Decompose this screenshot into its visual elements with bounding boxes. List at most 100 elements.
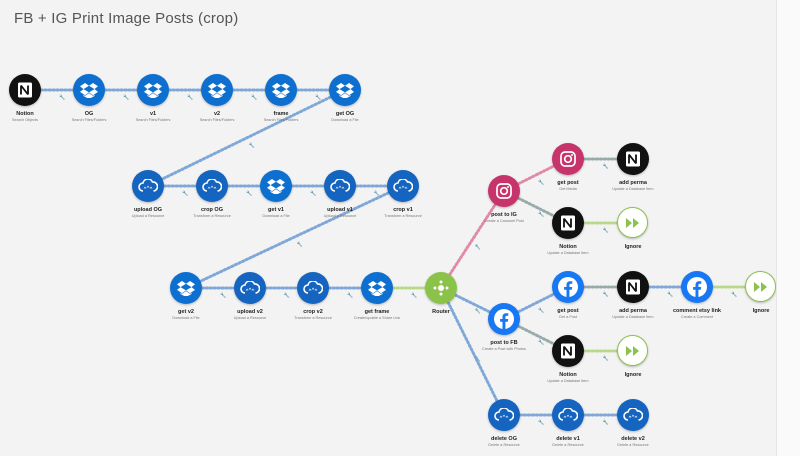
- module-action: Update a Database Item: [547, 379, 589, 383]
- filter-wrench-icon[interactable]: 🔧: [603, 163, 609, 170]
- module-label: Notion: [559, 372, 577, 378]
- module-action: Update a Database Item: [547, 251, 589, 255]
- facebook-icon: [488, 303, 520, 335]
- filter-wrench-icon[interactable]: 🔧: [347, 292, 353, 299]
- connection-line[interactable]: [146, 88, 347, 188]
- module-action: Delete a Resource: [617, 443, 649, 447]
- module-label: post to IG: [491, 212, 517, 218]
- module-label: post to FB: [490, 340, 518, 346]
- filter-wrench-icon[interactable]: 🔧: [411, 292, 417, 299]
- notion-icon: [552, 207, 584, 239]
- filter-wrench-icon[interactable]: 🔧: [374, 190, 380, 197]
- notion-icon: [617, 143, 649, 175]
- filter-wrench-icon[interactable]: 🔧: [182, 190, 188, 197]
- instagram-icon: [488, 175, 520, 207]
- filter-wrench-icon[interactable]: 🔧: [731, 291, 737, 298]
- filter-wrench-icon[interactable]: 🔧: [538, 211, 544, 218]
- dropbox-icon: [73, 74, 105, 106]
- module-label: crop OG: [200, 207, 223, 213]
- module-action: Transform a Resource: [193, 214, 231, 218]
- connection-line[interactable]: [439, 189, 506, 290]
- ignore-icon: [617, 335, 648, 366]
- module-label: Ignore: [752, 308, 770, 314]
- scenario-title: FB + IG Print Image Posts (crop): [14, 10, 239, 27]
- filter-wrench-icon[interactable]: 🔧: [310, 190, 316, 197]
- filter-wrench-icon[interactable]: 🔧: [603, 355, 609, 362]
- connection-line[interactable]: [439, 286, 506, 417]
- filter-wrench-icon[interactable]: 🔧: [475, 356, 481, 363]
- cloud-icon: [324, 170, 356, 202]
- filter-wrench-icon[interactable]: 🔧: [315, 94, 321, 101]
- module-action: Upload a Resource: [233, 316, 267, 320]
- module-label: v2: [213, 111, 221, 117]
- notion-icon: [9, 74, 41, 106]
- module-action: Transform a Resource: [294, 316, 332, 320]
- module-action: Transform a Resource: [384, 214, 422, 218]
- facebook-icon: [552, 271, 584, 303]
- filter-wrench-icon[interactable]: 🔧: [187, 94, 193, 101]
- filter-wrench-icon[interactable]: 🔧: [538, 419, 544, 426]
- module-label: upload v1: [327, 207, 353, 213]
- filter-wrench-icon[interactable]: 🔧: [538, 307, 544, 314]
- filter-wrench-icon[interactable]: 🔧: [246, 190, 252, 197]
- cloud-icon: [387, 170, 419, 202]
- module-action: Download a File: [262, 214, 290, 218]
- module-label: comment etsy link: [673, 308, 721, 314]
- module-action: Download a File: [172, 316, 200, 320]
- ignore-icon: [745, 271, 776, 302]
- filter-wrench-icon[interactable]: 🔧: [284, 292, 290, 299]
- cloud-icon: [234, 272, 266, 304]
- cloud-icon: [552, 399, 584, 431]
- filter-wrench-icon[interactable]: 🔧: [475, 308, 481, 315]
- cloud-icon: [488, 399, 520, 431]
- cloud-icon: [617, 399, 649, 431]
- module-action: Get a Post: [559, 315, 577, 319]
- module-label: delete OG: [491, 436, 517, 442]
- notion-icon: [552, 335, 584, 367]
- dropbox-icon: [260, 170, 292, 202]
- dropbox-icon: [201, 74, 233, 106]
- filter-wrench-icon[interactable]: 🔧: [249, 142, 255, 149]
- module-action: Upload a Resource: [323, 214, 357, 218]
- module-label: Notion: [559, 244, 577, 250]
- module-action: Upload a Resource: [131, 214, 165, 218]
- module-action: Create a Post with Photos: [482, 347, 526, 351]
- module-action: Update a Database Item: [612, 315, 654, 319]
- module-label: add perma: [619, 308, 647, 314]
- module-label: crop v1: [393, 207, 413, 213]
- filter-wrench-icon[interactable]: 🔧: [603, 227, 609, 234]
- module-label: Ignore: [624, 244, 642, 250]
- module-label: delete v2: [621, 436, 645, 442]
- module-action: Get Media: [559, 187, 577, 191]
- module-label: get post: [557, 308, 579, 314]
- module-label: add perma: [619, 180, 647, 186]
- module-label: get v2: [178, 309, 194, 315]
- dropbox-icon: [361, 272, 393, 304]
- module-label: get frame: [364, 309, 390, 315]
- filter-wrench-icon[interactable]: 🔧: [220, 292, 226, 299]
- filter-wrench-icon[interactable]: 🔧: [538, 179, 544, 186]
- filter-wrench-icon[interactable]: 🔧: [603, 291, 609, 298]
- notion-icon: [617, 271, 649, 303]
- filter-wrench-icon[interactable]: 🔧: [475, 244, 481, 251]
- module-action: Search Files/Folders: [135, 118, 171, 122]
- module-label: frame: [273, 111, 289, 117]
- cloud-icon: [132, 170, 164, 202]
- filter-wrench-icon[interactable]: 🔧: [603, 419, 609, 426]
- facebook-icon: [681, 271, 713, 303]
- filter-wrench-icon[interactable]: 🔧: [297, 241, 303, 248]
- module-label: delete v1: [556, 436, 580, 442]
- ignore-icon: [617, 207, 648, 238]
- filter-wrench-icon[interactable]: 🔧: [123, 94, 129, 101]
- filter-wrench-icon[interactable]: 🔧: [251, 94, 257, 101]
- connection-line[interactable]: [184, 184, 405, 290]
- instagram-icon: [552, 143, 584, 175]
- filter-wrench-icon[interactable]: 🔧: [667, 291, 673, 298]
- module-action: Delete a Resource: [488, 443, 520, 447]
- cloud-icon: [196, 170, 228, 202]
- filter-wrench-icon[interactable]: 🔧: [538, 339, 544, 346]
- filter-wrench-icon[interactable]: 🔧: [59, 94, 65, 101]
- module-label: upload OG: [133, 207, 163, 213]
